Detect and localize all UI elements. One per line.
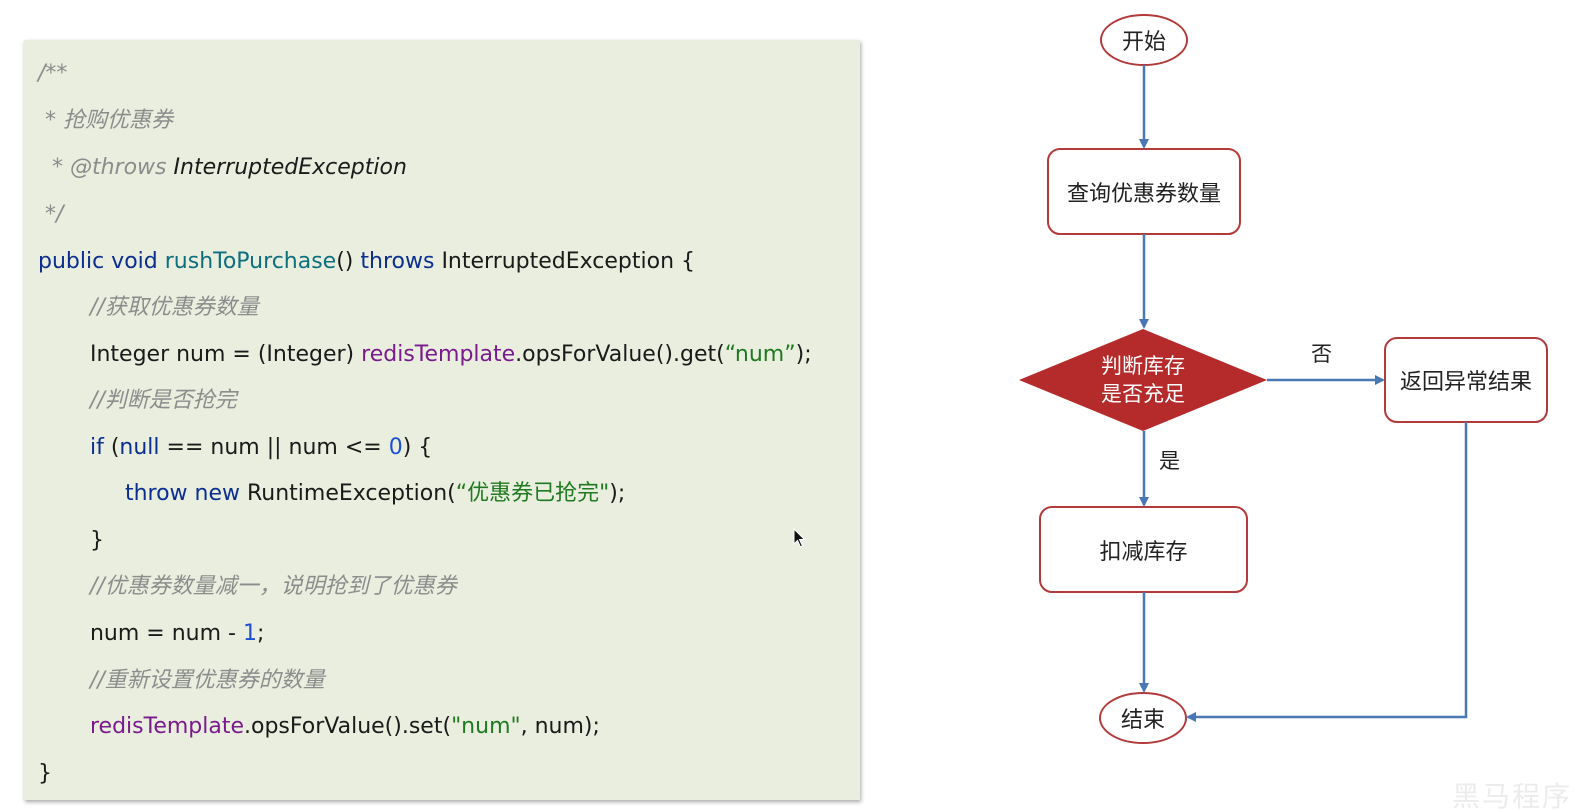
code-token: ) {	[402, 435, 433, 460]
code-token: .opsForValue().set(	[244, 714, 452, 739]
deduct-label: 扣减库存	[1099, 539, 1188, 565]
code-line: Integer num = (Integer) redisTemplate.op…	[62, 340, 812, 370]
code-line: redisTemplate.opsForValue().set("num", n…	[62, 712, 600, 742]
code-token: ()	[336, 249, 361, 274]
code-token: redisTemplate	[361, 342, 516, 367]
decision-label: 判断库存 是否充足	[1060, 350, 1226, 410]
code-line: */	[38, 200, 63, 230]
code-line: * @throws InterruptedException	[38, 153, 407, 183]
code-token: /**	[38, 61, 68, 86]
code-token: );	[609, 481, 626, 506]
code-line: //重新设置优惠券的数量	[62, 666, 325, 696]
code-token: .opsForValue().get(	[515, 342, 725, 367]
code-token: //判断是否抢完	[62, 388, 237, 413]
start-label: 开始	[1121, 30, 1166, 55]
code-token: }	[62, 528, 104, 553]
code-token: ;	[256, 621, 265, 646]
decision-label-line1: 判断库存	[1101, 354, 1185, 378]
code-line: public void rushToPurchase() throws Inte…	[38, 247, 695, 277]
yes-edge-label: 是	[1159, 449, 1180, 473]
code-token: (	[110, 435, 120, 460]
code-token: }	[38, 761, 52, 786]
watermark-logo: 黑马程序	[1451, 780, 1572, 809]
code-line: //优惠券数量减一，说明抢到了优惠券	[62, 572, 457, 602]
code-token: public void	[38, 249, 165, 274]
code-token: if	[62, 435, 111, 460]
code-line: /**	[38, 59, 67, 89]
code-token	[62, 714, 90, 739]
code-token: InterruptedException {	[441, 249, 696, 274]
code-line: * 抢购优惠券	[38, 106, 173, 136]
code-line: }	[62, 526, 104, 556]
code-token: */	[38, 202, 64, 227]
code-token: num = num -	[62, 621, 243, 646]
decision-label-line2: 是否充足	[1101, 382, 1185, 406]
code-token: //优惠券数量减一，说明抢到了优惠券	[62, 574, 457, 599]
no-edge-label: 否	[1311, 342, 1332, 366]
code-token: );	[795, 342, 812, 367]
code-line: num = num - 1;	[62, 619, 264, 649]
code-line: if (null == num || num <= 0) {	[62, 433, 432, 463]
code-line: }	[38, 759, 52, 789]
code-line: //获取优惠券数量	[62, 293, 259, 323]
code-token: redisTemplate	[89, 714, 245, 739]
code-token: RuntimeException(	[247, 481, 456, 506]
mouse-cursor-icon	[793, 528, 806, 548]
code-token: == num || num <=	[159, 435, 389, 460]
code-token: “优惠券已抢完"	[455, 481, 610, 506]
code-token: null	[119, 435, 160, 460]
code-token: , num);	[520, 714, 600, 739]
code-line: throw new RuntimeException(“优惠券已抢完");	[76, 479, 625, 509]
code-token: * @throws	[38, 155, 174, 180]
code-token: throws	[360, 249, 442, 274]
code-token: “num”	[724, 342, 796, 367]
code-panel: /** * 抢购优惠券 * @throws InterruptedExcepti…	[24, 40, 860, 800]
end-label: 结束	[1120, 708, 1165, 733]
code-token: rushToPurchase	[164, 249, 337, 274]
code-token: * 抢购优惠券	[38, 108, 173, 133]
code-token: InterruptedException	[173, 155, 407, 180]
code-line: //判断是否抢完	[62, 386, 237, 416]
code-token: "num"	[451, 714, 521, 739]
code-token: throw new	[76, 481, 247, 506]
code-token: //获取优惠券数量	[62, 295, 259, 320]
code-token: Integer num = (Integer)	[62, 342, 362, 367]
code-token: //重新设置优惠券的数量	[62, 668, 325, 693]
error-label: 返回异常结果	[1399, 370, 1532, 395]
code-token: 0	[388, 435, 403, 460]
code-token: 1	[242, 621, 257, 646]
query-label: 查询优惠券数量	[1066, 181, 1221, 207]
